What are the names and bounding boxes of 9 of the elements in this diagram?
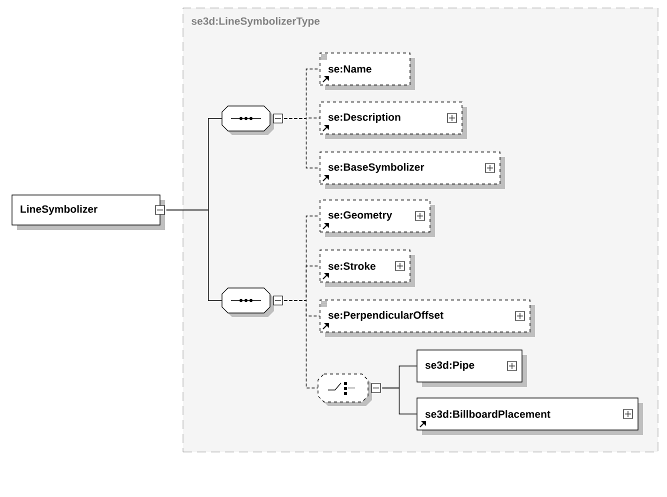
element-box: se3d:BillboardPlacement [416, 398, 643, 435]
element-box: LineSymbolizer [12, 194, 165, 230]
connector-line [284, 300, 318, 388]
connector-line [166, 210, 222, 301]
element-box: se:Description [320, 102, 467, 139]
element-box: se:PerpendicularOffset [320, 300, 535, 337]
connector-line [382, 388, 417, 414]
element-box: se:BaseSymbolizer [320, 152, 505, 189]
connector-line [284, 118, 320, 168]
